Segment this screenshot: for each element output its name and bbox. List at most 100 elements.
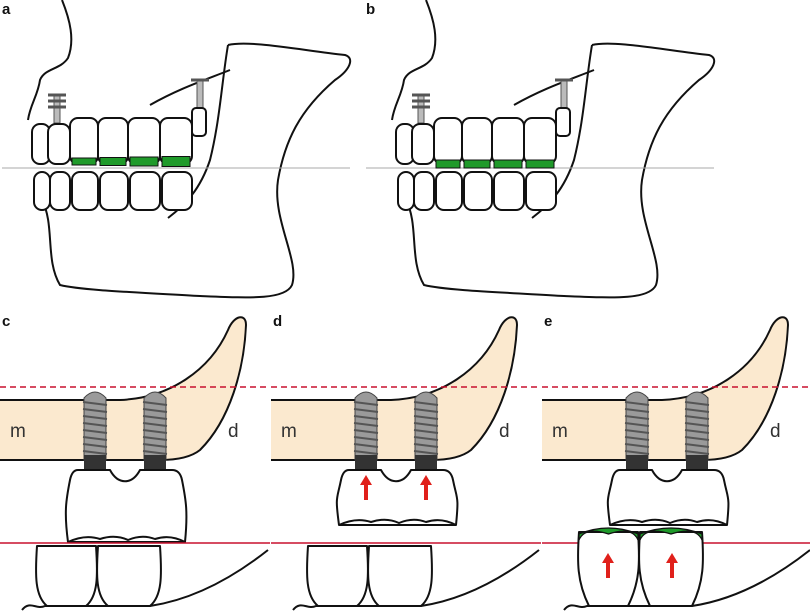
upper-tooth xyxy=(461,117,493,165)
implant-thread xyxy=(413,429,439,434)
maxilla-outline xyxy=(391,0,437,121)
upper-tooth xyxy=(433,117,463,165)
crown-occlusal-outline xyxy=(338,518,457,526)
alveolar-bone xyxy=(0,316,248,461)
occlusal-contact-marking xyxy=(129,156,159,167)
lower-antagonist-tooth xyxy=(35,545,98,607)
maxilla-outline xyxy=(27,0,73,121)
implant-thread xyxy=(142,415,168,420)
occlusal-guide-line xyxy=(149,69,231,106)
panel-label: a xyxy=(2,1,11,18)
occlusal-contact-marking xyxy=(161,156,191,167)
implant-thread xyxy=(353,429,379,434)
lower-tooth xyxy=(413,171,435,211)
implant-thread xyxy=(624,429,650,434)
alveolar-bone xyxy=(542,316,790,461)
implant-crown xyxy=(335,469,459,526)
implant-thread xyxy=(353,415,379,420)
occlusal-contact-marking xyxy=(99,157,127,166)
implant-thread xyxy=(353,422,379,427)
implant-thread xyxy=(684,408,710,413)
lower-tooth xyxy=(463,171,493,211)
implant-thread xyxy=(82,450,108,455)
implant-thread xyxy=(142,443,168,448)
lower-antagonist-tooth xyxy=(96,545,162,607)
implant-thread xyxy=(82,422,108,427)
condylar-housing xyxy=(191,107,207,137)
implant-thread xyxy=(353,450,379,455)
implant-thread xyxy=(624,450,650,455)
lower-tooth xyxy=(33,171,51,211)
implant-crown xyxy=(606,469,730,526)
implant xyxy=(413,391,439,469)
occlusal-contact-marking xyxy=(435,159,461,169)
panel-label: c xyxy=(2,313,10,330)
lower-tooth xyxy=(435,171,463,211)
mesial-label: m xyxy=(10,421,26,442)
occlusal-contact-marking xyxy=(71,157,97,166)
lower-tooth xyxy=(161,171,193,211)
implant-thread xyxy=(82,436,108,441)
lower-tooth xyxy=(71,171,99,211)
lower-antagonist-tooth xyxy=(367,545,433,607)
implant-thread xyxy=(413,436,439,441)
alveolar-bone xyxy=(271,316,519,461)
distal-label: d xyxy=(499,421,510,442)
crown-occlusal-outline xyxy=(609,518,728,526)
occlusal-contact-marking xyxy=(493,159,523,169)
panel-a: a xyxy=(2,0,352,299)
distal-label: d xyxy=(770,421,781,442)
panel-label: e xyxy=(544,313,552,330)
occlusal-adjustment-marking xyxy=(639,527,703,541)
occlusal-contact-marking xyxy=(525,159,555,169)
upper-tooth xyxy=(411,123,435,165)
implant-thread xyxy=(82,429,108,434)
implant-thread xyxy=(142,408,168,413)
implant-thread xyxy=(142,401,168,406)
incisal-pin xyxy=(417,94,425,124)
implant-thread xyxy=(624,443,650,448)
implant-collar xyxy=(626,455,648,469)
implant-thread xyxy=(82,443,108,448)
lower-antagonist-tooth xyxy=(306,545,369,607)
implant-thread xyxy=(413,408,439,413)
implant-thread xyxy=(624,415,650,420)
implant-thread xyxy=(684,443,710,448)
upper-tooth xyxy=(69,117,99,165)
implant xyxy=(82,391,108,469)
lower-tooth xyxy=(49,171,71,211)
implant-collar xyxy=(355,455,377,469)
implant-thread xyxy=(142,450,168,455)
implant-thread xyxy=(684,415,710,420)
gingiva-line xyxy=(21,549,269,611)
movement-arrow-head xyxy=(602,553,614,563)
mandible-outline xyxy=(41,42,352,299)
lower-tooth xyxy=(397,171,415,211)
implant-thread xyxy=(684,429,710,434)
crown-occlusal-outline xyxy=(67,535,186,543)
implant-thread xyxy=(624,436,650,441)
condylar-housing xyxy=(555,107,571,137)
implant-thread xyxy=(142,422,168,427)
implant-thread xyxy=(142,436,168,441)
implant-thread xyxy=(142,429,168,434)
implant-thread xyxy=(413,450,439,455)
mesial-label: m xyxy=(552,421,568,442)
upper-tooth xyxy=(47,123,71,165)
implant-collar xyxy=(84,455,106,469)
implant-thread xyxy=(82,408,108,413)
implant-thread xyxy=(353,401,379,406)
gingiva-line xyxy=(563,549,810,611)
lower-tooth xyxy=(99,171,129,211)
implant xyxy=(353,391,379,469)
panel-b: b xyxy=(366,0,716,299)
distal-label: d xyxy=(228,421,239,442)
bone-cut-edge xyxy=(542,401,545,459)
implant-thread xyxy=(684,450,710,455)
implant-collar xyxy=(686,455,708,469)
panel-label: d xyxy=(273,313,282,330)
implant-thread xyxy=(413,443,439,448)
implant-thread xyxy=(353,408,379,413)
